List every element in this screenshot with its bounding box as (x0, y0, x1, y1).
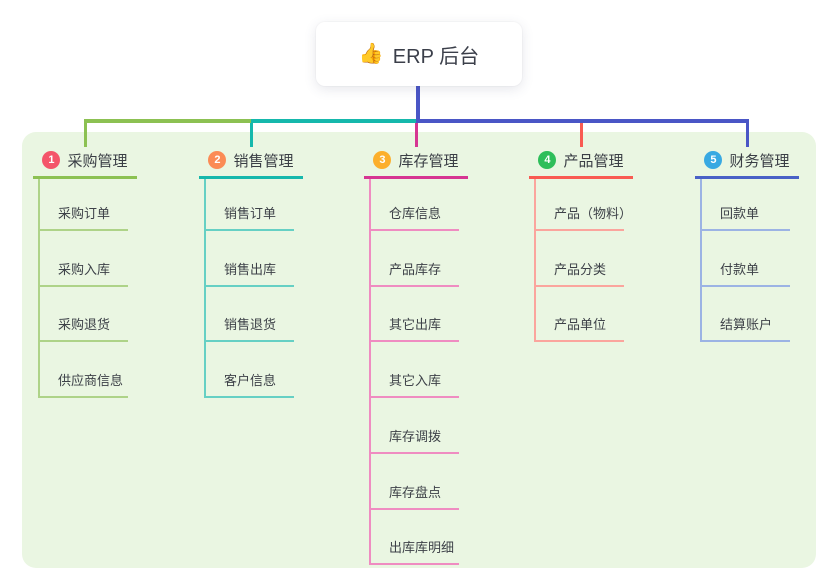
branch-child-spine (369, 179, 371, 565)
branch-underline (529, 176, 633, 179)
child-underline (534, 340, 624, 342)
branch-drop-line (579, 123, 583, 147)
branch-underline (199, 176, 303, 179)
child-underline (38, 396, 128, 398)
child-underline (534, 229, 624, 231)
branch-number-badge: 2 (208, 151, 227, 169)
child-underline (369, 452, 459, 454)
child-node[interactable]: 产品单位 (554, 317, 607, 332)
root-node-label: ERP 后台 (392, 45, 480, 68)
child-node[interactable]: 仓库信息 (389, 206, 442, 221)
branch-underline (364, 176, 468, 179)
root-trunk-line (415, 86, 420, 123)
child-underline (534, 285, 624, 287)
child-underline (204, 229, 294, 231)
branch-number-badge: 4 (538, 151, 557, 169)
branch-label: 采购管理 (67, 152, 128, 170)
branch-drop-line (83, 119, 87, 147)
branch-drop-line (745, 119, 749, 147)
child-underline (38, 340, 128, 342)
branch-node-1[interactable]: 1 采购管理 (33, 146, 137, 174)
child-underline (204, 396, 294, 398)
child-underline (369, 340, 459, 342)
child-underline (38, 229, 128, 231)
child-node[interactable]: 产品（物料） (554, 206, 633, 221)
child-node[interactable]: 采购入库 (58, 262, 111, 277)
child-underline (369, 285, 459, 287)
child-node[interactable]: 库存盘点 (389, 485, 442, 500)
branch-number-badge: 5 (704, 151, 723, 169)
branch-label: 库存管理 (398, 152, 459, 170)
canvas-background-panel (22, 132, 816, 568)
main-connector-segment (84, 119, 251, 123)
branch-number-badge: 1 (42, 151, 61, 169)
child-node[interactable]: 回款单 (720, 206, 760, 221)
branch-label: 产品管理 (563, 152, 624, 170)
child-node[interactable]: 付款单 (720, 262, 760, 277)
branch-node-3[interactable]: 3 库存管理 (364, 146, 468, 174)
child-node[interactable]: 销售订单 (224, 206, 277, 221)
branch-drop-line (414, 123, 418, 147)
child-node[interactable]: 其它出库 (389, 317, 442, 332)
child-underline (204, 340, 294, 342)
branch-label: 财务管理 (729, 152, 790, 170)
child-node[interactable]: 产品分类 (554, 262, 607, 277)
child-node[interactable]: 出库库明细 (389, 540, 455, 555)
main-connector-segment (415, 119, 749, 123)
branch-node-5[interactable]: 5 财务管理 (695, 146, 799, 174)
child-underline (369, 508, 459, 510)
branch-child-spine (38, 179, 40, 398)
branch-node-2[interactable]: 2 销售管理 (199, 146, 303, 174)
branch-number-badge: 3 (373, 151, 392, 169)
branch-child-spine (700, 179, 702, 342)
branch-child-spine (204, 179, 206, 398)
child-underline (204, 285, 294, 287)
child-node[interactable]: 结算账户 (720, 317, 773, 332)
branch-label: 销售管理 (233, 152, 294, 170)
child-underline (38, 285, 128, 287)
child-node[interactable]: 产品库存 (389, 262, 442, 277)
child-underline (700, 229, 790, 231)
branch-node-4[interactable]: 4 产品管理 (529, 146, 633, 174)
branch-underline (33, 176, 137, 179)
child-node[interactable]: 库存调拨 (389, 429, 442, 444)
child-node[interactable]: 客户信息 (224, 373, 277, 388)
thumbs-up-icon: 👍 (358, 43, 384, 65)
main-connector-segment (251, 119, 418, 123)
child-underline (369, 229, 459, 231)
child-node[interactable]: 其它入库 (389, 373, 442, 388)
child-node[interactable]: 销售出库 (224, 262, 277, 277)
branch-drop-line (249, 123, 253, 147)
branch-underline (695, 176, 799, 179)
root-node[interactable]: 👍 ERP 后台 (316, 22, 522, 86)
child-node[interactable]: 采购订单 (58, 206, 111, 221)
child-underline (369, 396, 459, 398)
child-node[interactable]: 供应商信息 (58, 373, 124, 388)
child-underline (369, 563, 459, 565)
child-node[interactable]: 销售退货 (224, 317, 277, 332)
branch-child-spine (534, 179, 536, 342)
child-node[interactable]: 采购退货 (58, 317, 111, 332)
child-underline (700, 340, 790, 342)
child-underline (700, 285, 790, 287)
